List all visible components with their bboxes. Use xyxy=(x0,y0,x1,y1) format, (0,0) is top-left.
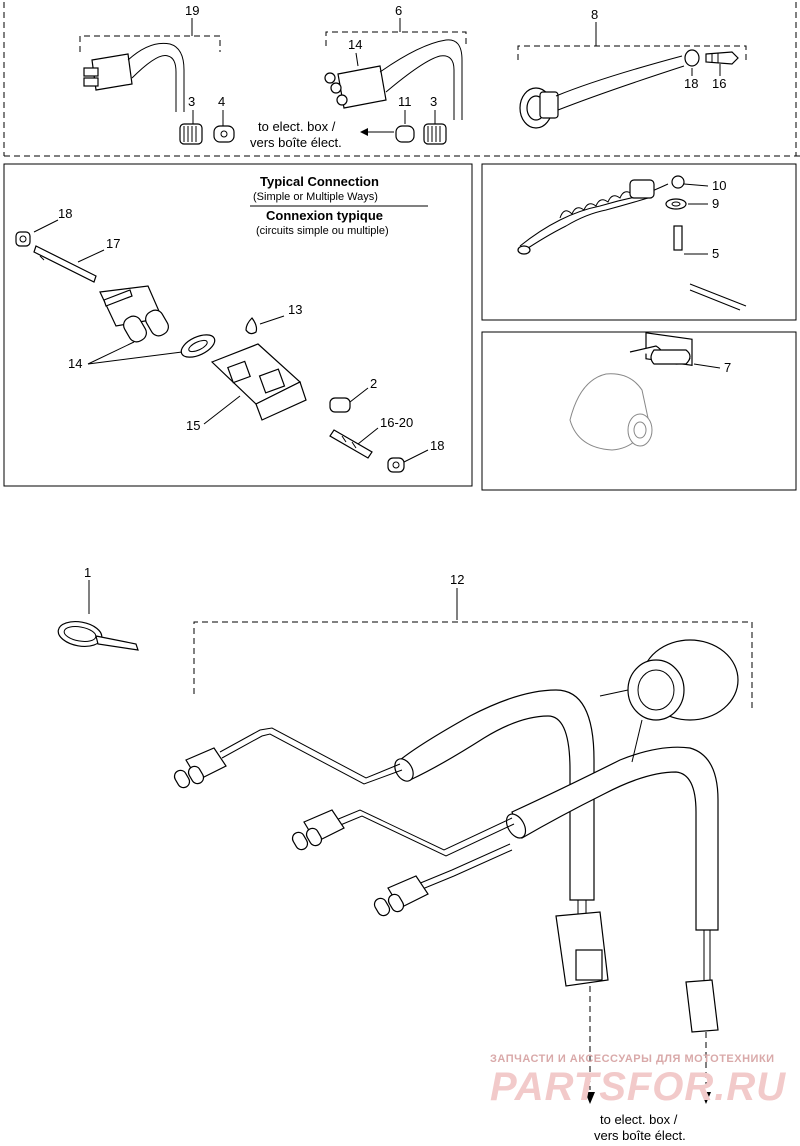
harness-bracket xyxy=(193,621,753,712)
typical-sub-fr: (circuits simple ou multiple) xyxy=(256,225,389,237)
callout-2: 2 xyxy=(370,376,377,391)
typical-title-en: Typical Connection xyxy=(260,174,379,189)
item-4 xyxy=(213,125,235,143)
callout-18b: 18 xyxy=(58,206,72,221)
typical-title-fr: Connexion typique xyxy=(266,208,383,223)
typical-parts xyxy=(15,231,405,473)
callout-6: 6 xyxy=(395,3,402,18)
item-3b xyxy=(423,123,447,145)
callout-5: 5 xyxy=(712,246,719,261)
typical-sub-en: (Simple or Multiple Ways) xyxy=(253,191,378,203)
tie-wrap xyxy=(57,620,139,651)
callout-14b: 14 xyxy=(68,356,82,371)
bottom-arrow-line1: to elect. box / xyxy=(600,1112,678,1127)
top-arrow-line1: to elect. box / xyxy=(258,119,336,134)
top-strip xyxy=(3,2,800,157)
callout-18a: 18 xyxy=(684,76,698,91)
callout-9: 9 xyxy=(712,196,719,211)
group-19-bracket xyxy=(79,18,221,52)
callout-10: 10 xyxy=(712,178,726,193)
callout-13: 13 xyxy=(288,302,302,317)
callout-12: 12 xyxy=(450,572,464,587)
top-elect-arrow xyxy=(360,128,394,136)
watermark-small: ЗАПЧАСТИ И АКСЕССУАРЫ ДЛЯ МОТОТЕХНИКИ xyxy=(490,1053,775,1065)
cap-box-frame xyxy=(481,331,797,491)
connector-19 xyxy=(83,42,185,112)
callout-16a: 16 xyxy=(712,76,726,91)
callout-7: 7 xyxy=(724,360,731,375)
item-16a xyxy=(705,51,739,65)
cap-assembly xyxy=(569,345,691,451)
watermark-big: PARTSFOR.RU xyxy=(490,1065,786,1109)
callout-3b: 3 xyxy=(430,94,437,109)
sensor-8 xyxy=(519,55,685,129)
item-11 xyxy=(395,125,415,143)
callout-19: 19 xyxy=(185,3,199,18)
harness-12 xyxy=(173,639,739,1104)
callout-16-20: 16-20 xyxy=(380,415,413,430)
top-arrow-line2: vers boîte élect. xyxy=(250,135,342,150)
callout-8: 8 xyxy=(591,7,598,22)
callout-14a: 14 xyxy=(348,37,362,52)
item-18a xyxy=(684,49,700,67)
typical-connection-frame xyxy=(3,163,473,487)
bottom-arrow-line2: vers boîte élect. xyxy=(594,1128,686,1143)
callout-17: 17 xyxy=(106,236,120,251)
item-3a xyxy=(179,123,203,145)
switch-box-frame xyxy=(481,163,797,321)
callout-4: 4 xyxy=(218,94,225,109)
callout-15: 15 xyxy=(186,418,200,433)
callout-1: 1 xyxy=(84,565,91,580)
group-8-bracket xyxy=(517,22,747,60)
callout-18c: 18 xyxy=(430,438,444,453)
callout-11: 11 xyxy=(398,94,412,109)
connector-6 xyxy=(324,39,463,120)
group-6-bracket xyxy=(325,18,467,46)
callout-3a: 3 xyxy=(188,94,195,109)
